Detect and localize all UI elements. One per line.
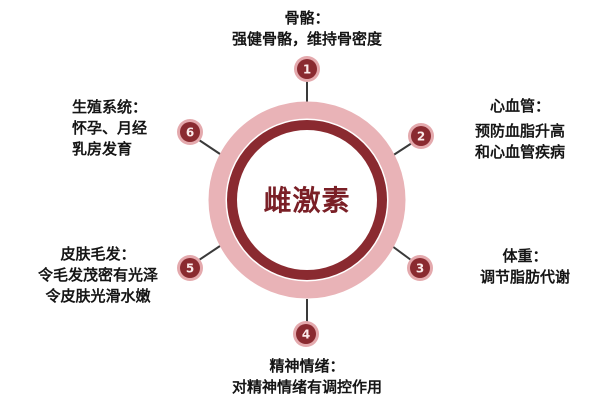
center-circle bbox=[208, 101, 406, 299]
center-label: 雌激素 bbox=[263, 184, 351, 217]
item-line: 怀孕、月经 bbox=[72, 119, 148, 137]
connector-6 bbox=[198, 139, 221, 155]
item-weight: 体重： 调节脂肪代谢 bbox=[470, 246, 580, 288]
item-line: 乳房发育 bbox=[72, 140, 133, 158]
item-bone: 骨骼： 强健骨骼，维持骨密度 bbox=[217, 8, 397, 50]
connector-2 bbox=[391, 142, 413, 157]
item-line: 令皮肤光滑水嫩 bbox=[45, 287, 151, 305]
item-title: 精神情绪： bbox=[269, 357, 345, 375]
item-line: 令毛发茂密有光泽 bbox=[37, 266, 158, 284]
svg-text:4: 4 bbox=[302, 328, 310, 342]
item-line: 预防血脂升高 bbox=[474, 122, 565, 140]
svg-text:3: 3 bbox=[416, 262, 424, 276]
item-title: 生殖系统： bbox=[72, 98, 148, 116]
item-line: 对精神情绪有调控作用 bbox=[231, 378, 382, 396]
item-line: 强健骨骼，维持骨密度 bbox=[231, 30, 382, 48]
item-line: 调节脂肪代谢 bbox=[479, 268, 570, 286]
badge-4: 4 bbox=[293, 321, 319, 347]
item-cardiovascular: 心血管： 预防血脂升高 和心血管疾病 bbox=[460, 96, 580, 163]
item-title: 骨骼： bbox=[284, 9, 330, 27]
badge-6: 6 bbox=[177, 119, 203, 145]
badge-2: 2 bbox=[408, 123, 434, 149]
svg-text:5: 5 bbox=[186, 262, 194, 276]
item-reproductive: 生殖系统： 怀孕、月经 乳房发育 bbox=[72, 97, 182, 160]
item-title: 体重： bbox=[502, 247, 548, 265]
item-line: 和心血管疾病 bbox=[474, 143, 565, 161]
svg-text:2: 2 bbox=[417, 130, 425, 144]
svg-text:6: 6 bbox=[186, 126, 194, 140]
item-title: 皮肤毛发： bbox=[60, 245, 136, 263]
badge-5: 5 bbox=[177, 255, 203, 281]
item-title: 心血管： bbox=[489, 97, 550, 115]
item-skin-hair: 皮肤毛发： 令毛发茂密有光泽 令皮肤光滑水嫩 bbox=[28, 244, 168, 307]
badge-3: 3 bbox=[407, 255, 433, 281]
item-mood: 精神情绪： 对精神情绪有调控作用 bbox=[212, 356, 402, 398]
connector-3 bbox=[391, 245, 412, 261]
connector-lines bbox=[198, 80, 413, 323]
connector-5 bbox=[198, 245, 221, 261]
badge-1: 1 bbox=[294, 56, 320, 82]
svg-text:1: 1 bbox=[303, 63, 311, 77]
